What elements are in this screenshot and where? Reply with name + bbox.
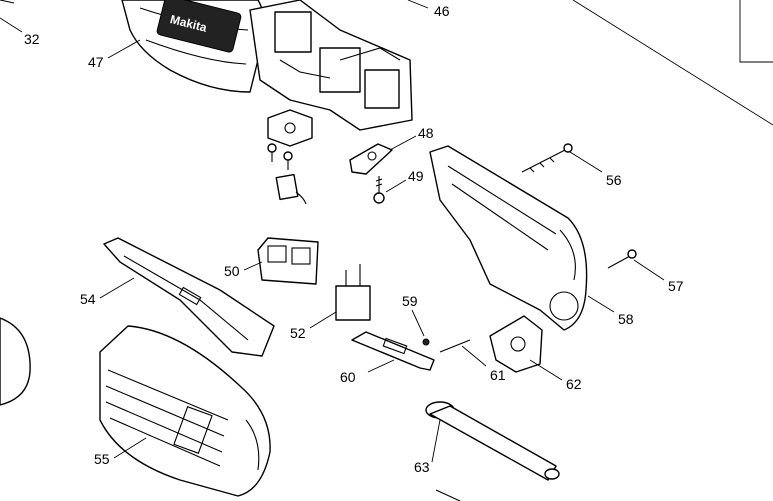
leader-46: [407, 0, 429, 9]
part-63-strain-relief: [425, 401, 560, 501]
leader-57: [633, 259, 665, 281]
callout-46: 46: [434, 3, 450, 19]
leader-58: [587, 295, 615, 313]
leader-50: [243, 261, 263, 271]
callout-32: 32: [24, 31, 40, 47]
callout-63: 63: [414, 459, 430, 475]
sheet-border: [572, 0, 773, 126]
callout-52: 52: [290, 325, 306, 341]
callout-54: 54: [80, 291, 96, 307]
callout-60: 60: [340, 369, 356, 385]
leader-63: [431, 419, 441, 463]
callout-57: 57: [668, 278, 684, 294]
leader-60: [367, 359, 395, 373]
part-55-front-housing: [99, 325, 271, 497]
callout-61: 61: [490, 367, 506, 383]
part-48-pad: [349, 143, 393, 175]
part-59-spring: [422, 338, 430, 346]
callout-48: 48: [418, 125, 434, 141]
sheet-border-vertical: [739, 0, 773, 63]
part-57-screw: [607, 249, 637, 269]
part-50-switch: [257, 237, 319, 285]
partial-top-fragment: [0, 0, 15, 4]
leader-49: [385, 179, 407, 193]
part-52-capacitor: [335, 264, 371, 321]
part-56-long-screw: [521, 143, 573, 173]
callout-56: 56: [606, 172, 622, 188]
callout-59: 59: [402, 293, 418, 309]
part-61-pin: [439, 339, 471, 353]
callout-49: 49: [408, 168, 424, 184]
carbon-brush: [275, 173, 307, 205]
leader-32: [0, 17, 23, 33]
leader-54: [99, 277, 135, 299]
brush-holder-bracket: [267, 109, 313, 147]
callout-47: 47: [88, 54, 104, 70]
callout-62: 62: [566, 376, 582, 392]
part-62-plate: [489, 315, 543, 373]
leader-59: [411, 309, 425, 337]
part-54-switch-lever: [103, 237, 275, 357]
leader-61: [461, 345, 487, 367]
leader-62: [529, 359, 563, 381]
leader-55: [113, 437, 147, 459]
leader-52: [309, 311, 337, 329]
part-47-motor-housing: Makita: [121, 0, 265, 93]
callout-58: 58: [618, 311, 634, 327]
callout-50: 50: [224, 263, 240, 279]
part-partial-left-edge: [0, 317, 31, 406]
small-screw-pair: [267, 143, 293, 170]
leader-47: [107, 39, 141, 59]
part-49-screw: [373, 176, 385, 204]
leader-48: [389, 135, 417, 151]
part-58-rear-housing: [429, 145, 588, 331]
callout-55: 55: [94, 451, 110, 467]
part-60-slide-switch: [351, 331, 435, 371]
leader-56: [569, 151, 603, 173]
part-46-switch-assembly: [249, 0, 413, 131]
